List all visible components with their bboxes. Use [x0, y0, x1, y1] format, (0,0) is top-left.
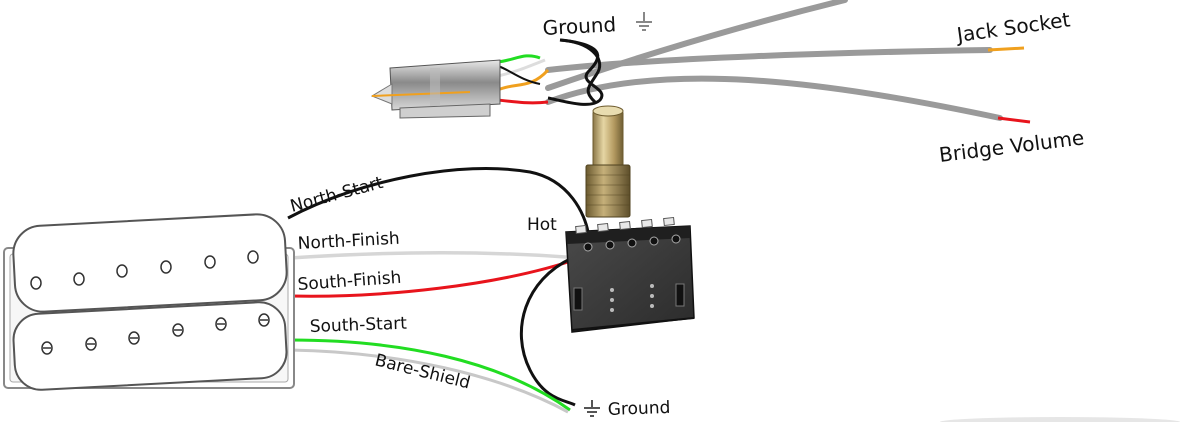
output-cables [545, 0, 1031, 124]
pickup-wires [287, 167, 590, 414]
label-south-finish: South-Finish [297, 268, 402, 295]
bridge-volume-label: Bridge Volume [938, 125, 1086, 167]
ground-label-top: Ground [542, 12, 617, 40]
north-coil [12, 213, 288, 313]
ground-twist-wire-2 [559, 38, 602, 104]
jack-socket-tip [987, 46, 1025, 52]
wire-south-finish [289, 256, 581, 298]
north-pole-pieces [30, 250, 259, 290]
wire-north-finish [289, 250, 579, 260]
floor-reflection [940, 417, 1180, 422]
label-hot: Hot [527, 215, 557, 235]
south-coil [12, 301, 288, 391]
wire-south-start [289, 338, 571, 412]
label-south-start: South-Start [309, 314, 407, 337]
label-north-start: North-Start [288, 173, 385, 217]
label-north-finish: North-Finish [297, 229, 400, 254]
south-pole-pieces [41, 313, 270, 355]
label-bare-shield: Bare-Shield [373, 350, 473, 393]
pot-terminals [575, 216, 675, 235]
label-ground-bottom: Ground [607, 398, 670, 420]
ground-symbol-icon [584, 400, 600, 417]
pot-shaft [592, 109, 624, 171]
humbucker-pickup [3, 213, 295, 391]
volume-potentiometer [565, 105, 695, 333]
wire-north-start [287, 167, 590, 233]
jack-connector [370, 54, 550, 119]
wire-bare-shield [289, 348, 569, 414]
ground-symbol-icon [636, 12, 652, 31]
jack-socket-label: Jack Socket [953, 7, 1071, 47]
ground-cable [545, 0, 848, 91]
bridge-volume-tip [997, 116, 1031, 124]
wire-pot-ground [519, 256, 576, 407]
